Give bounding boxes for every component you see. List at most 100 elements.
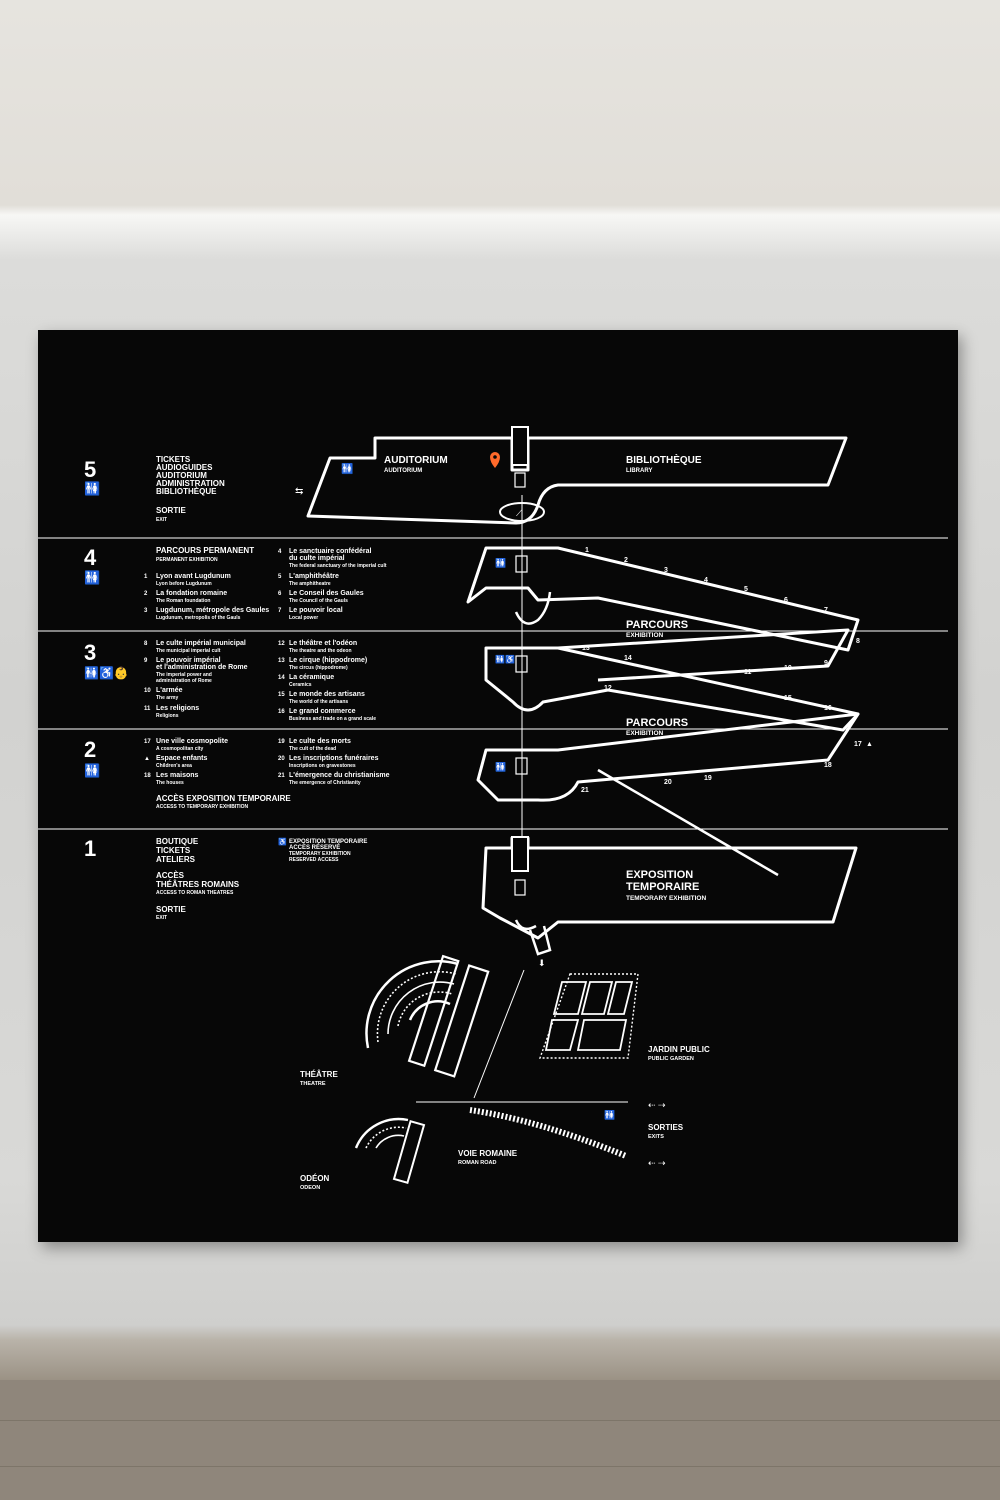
level5-item: AUDIOGUIDES	[156, 463, 213, 472]
theatre-label: THÉÂTRE	[300, 1070, 338, 1079]
exit-arrows-icon: ⇆	[295, 486, 303, 497]
floor1-curve	[514, 919, 537, 931]
level1-access-en: ACCESS TO ROMAN THEATRES	[156, 890, 234, 896]
expo-label: TEMPORAIRE	[626, 881, 699, 893]
ramp-number: 10	[784, 665, 792, 672]
ramp-number: 19	[704, 775, 712, 782]
building-map: ⟋ 🚻 ⇆ AUDITORIUM AUDITORIUM BIBLIOTHÈQUE…	[295, 426, 873, 968]
directory-svg: 5 🚻 TICKETS AUDIOGUIDES AUDITORIUM ADMIN…	[38, 426, 948, 1191]
room-number: 21	[278, 773, 285, 779]
ramp-number: 5	[744, 586, 748, 593]
room-name: et l'administration de Rome	[156, 664, 248, 671]
room-name-en: A cosmopolitan city	[156, 746, 204, 752]
level-number-2: 2	[84, 737, 96, 762]
toilets-icon: 🚻	[84, 763, 100, 778]
ramp-number: 4	[704, 577, 708, 584]
room-name-en: The houses	[156, 780, 184, 786]
room-name-en: The Roman foundation	[156, 598, 210, 604]
roman-road-label-en: ROMAN ROAD	[458, 1160, 497, 1166]
toilets-icon: 🚻	[495, 761, 506, 772]
level-1-legend: 1 BOUTIQUE TICKETS ATELIERS ACCÈS THÉÂTR…	[84, 836, 367, 921]
exits-label: SORTIES	[648, 1123, 684, 1132]
floor3-upper-ramp	[557, 628, 850, 682]
level4-title-en: PERMANENT EXHIBITION	[156, 557, 218, 563]
level1-access: THÉÂTRES ROMAINS	[156, 880, 240, 889]
level4-title: PARCOURS PERMANENT	[156, 546, 254, 555]
level1-access: ACCÈS	[156, 871, 185, 880]
room-name-en: The world of the artisans	[289, 699, 348, 705]
ramp-number: 1	[585, 547, 589, 554]
room-name-en: The cult of the dead	[289, 746, 336, 752]
room-name-en: The amphitheatre	[289, 581, 331, 587]
toilets-icon: 🚻	[495, 557, 506, 568]
ramp-number: 16	[824, 705, 832, 712]
exit-ramp	[528, 925, 552, 956]
room-name-en: Inscriptions on gravestones	[289, 763, 356, 769]
lift-button-icon	[514, 879, 526, 896]
room-name-en: The imperial power and	[156, 672, 212, 678]
level1-exit-en: EXIT	[156, 915, 167, 921]
room-name: L'émergence du christianisme	[289, 772, 390, 779]
ramp-number: 6	[784, 597, 788, 604]
room-name-en: Local power	[289, 615, 318, 621]
ramp-number: 2	[624, 557, 628, 564]
level5-exit-en: EXIT	[156, 517, 167, 523]
you-are-here-marker-icon	[490, 452, 500, 468]
parcours-label-lower-en: EXHIBITION	[626, 730, 664, 737]
level2-access-en: ACCESS TO TEMPORARY EXHIBITION	[156, 804, 249, 810]
elevator-icon	[511, 836, 529, 872]
floor4-ramp-outline	[466, 546, 860, 652]
auditorium-label: AUDITORIUM	[384, 455, 448, 466]
floor-joint	[0, 1420, 1000, 1421]
toilets-icon: 🚻	[604, 1109, 615, 1120]
toilets-icon: 🚻	[341, 462, 353, 475]
floor4-curve	[514, 591, 552, 625]
stairs-icon	[499, 502, 545, 522]
room-name: Le pouvoir local	[289, 607, 343, 614]
toilets-icon: 🚻	[84, 570, 100, 585]
ramp-number: 12	[604, 685, 612, 692]
room-name-en: Ceramics	[289, 682, 312, 688]
ramp-number: 13	[582, 645, 590, 652]
room-name-en: administration of Rome	[156, 678, 212, 684]
ramp-number: 21	[581, 787, 589, 794]
level5-item: TICKETS	[156, 455, 191, 464]
expo-label: EXPOSITION	[626, 869, 693, 881]
stairs-glyph: ⟋	[516, 508, 523, 518]
lift-button-icon	[515, 555, 528, 573]
path-line	[473, 969, 525, 1099]
ramp-number: 14	[624, 655, 632, 662]
room-number: 18	[144, 773, 151, 779]
room-name: du culte impérial	[289, 555, 345, 562]
toilets-accessible-icon: 🚻♿	[495, 654, 515, 664]
lift-button-icon	[515, 757, 528, 775]
room-name: Le théâtre et l'odéon	[289, 640, 357, 647]
room-name: L'armée	[156, 687, 183, 694]
room-name: Le sanctuaire confédéral	[289, 548, 372, 555]
level-5-legend: 5 🚻 TICKETS AUDIOGUIDES AUDITORIUM ADMIN…	[84, 455, 225, 523]
room-name: La fondation romaine	[156, 590, 227, 597]
museum-floor-directory-board: 5 🚻 TICKETS AUDIOGUIDES AUDITORIUM ADMIN…	[38, 330, 958, 1242]
level-number-5: 5	[84, 457, 96, 482]
room-name: Les inscriptions funéraires	[289, 755, 379, 762]
level1-note: ACCÈS RÉSERVÉ	[289, 843, 340, 851]
level-2-legend: 2 🚻 17 Une ville cosmopolite A cosmopoli…	[84, 737, 390, 810]
public-garden-label: JARDIN PUBLIC	[648, 1045, 710, 1054]
public-garden-drawing	[539, 973, 639, 1059]
level1-note: RESERVED ACCESS	[289, 857, 339, 863]
exit-arrows-icon: ⇠ ⇢	[648, 1100, 666, 1110]
auditorium-label-en: AUDITORIUM	[384, 468, 422, 474]
room-name: Les maisons	[156, 772, 199, 779]
ramp-to-expo	[597, 768, 779, 877]
level1-exit: SORTIE	[156, 905, 186, 914]
ramp-number: 18	[824, 762, 832, 769]
level5-exit: SORTIE	[156, 506, 186, 515]
public-garden-label-en: PUBLIC GARDEN	[648, 1056, 694, 1062]
room-name: Le cirque (hippodrome)	[289, 657, 367, 664]
room-name-en: Religions	[156, 713, 179, 719]
floor-separators	[38, 537, 948, 830]
level-number-4: 4	[84, 545, 97, 570]
level-number-1: 1	[84, 836, 96, 861]
room-number: 16	[278, 709, 285, 715]
room-name-en: The theatre and the odeon	[289, 648, 352, 654]
